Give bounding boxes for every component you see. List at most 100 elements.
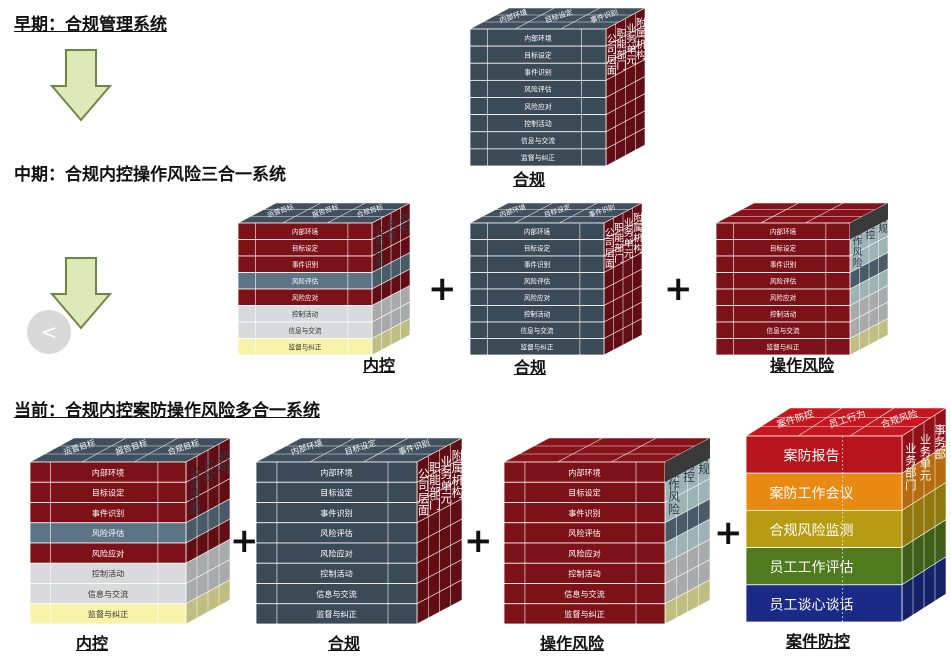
cube-side-label: 务 — [920, 444, 931, 458]
cube-row-label: 风险评估 — [770, 276, 797, 285]
cube-row-label: 事件识别 — [92, 508, 124, 518]
cube-side-label: 面 — [189, 502, 200, 516]
cube-side-label: 门 — [617, 59, 627, 72]
internal-control-cube: 内部环境目标设定事件识别风险评估风险应对控制活动信息与交流监督与纠正运营目标报告… — [29, 437, 230, 625]
cube-front-row — [469, 148, 607, 167]
cube-side-label: 司 — [607, 45, 617, 56]
cube-row-label: 内部环境 — [320, 467, 352, 477]
cube-side-label: 单 — [626, 44, 636, 56]
compliance-cube: 内部环境目标设定事件识别风险评估风险应对控制活动信息与交流监督与纠正内部环境目标… — [469, 7, 646, 167]
operational-risk-caption: 操作风险 — [770, 356, 835, 375]
cube-side-label: 业 — [920, 432, 931, 446]
mid-stage-heading: 中期：合规内控操作风险三合一系统 — [14, 165, 286, 185]
cube-row-label: 控制活动 — [524, 119, 552, 128]
cube-side-label: 控 — [387, 229, 397, 242]
plus-sign: + — [464, 521, 493, 561]
carousel-prev-button[interactable]: < — [27, 310, 71, 354]
cube-side-label: 事 — [934, 423, 945, 437]
cube-side-label: 构 — [218, 462, 229, 476]
cube-side-label: 层 — [607, 55, 617, 67]
down-arrow-icon — [49, 49, 113, 122]
cube-side-label: 公 — [605, 228, 615, 239]
internal-control-cube: 内部环境目标设定事件识别风险评估风险应对控制活动信息与交流监督与纠正运营目标报告… — [237, 202, 411, 356]
operational-risk-caption: 操作风险 — [540, 634, 605, 653]
cube-side-label: 构 — [400, 222, 410, 235]
cube-side-label: 业 — [626, 23, 636, 35]
cube-side-label: 规 — [878, 222, 888, 235]
cube-side-label: 门 — [429, 498, 441, 512]
cube-side-label: 业 — [624, 217, 634, 229]
cube-side-label: 公 — [189, 466, 201, 480]
cube-side-label: 务 — [626, 32, 636, 45]
cube-row-label: 风险评估 — [320, 528, 352, 538]
cube-row-label: 案防工作会议 — [770, 485, 854, 502]
cube-row-label: 目标设定 — [568, 488, 600, 498]
cube-side-label: 能 — [617, 38, 627, 51]
cube-row-label: 监督与纠正 — [564, 609, 604, 619]
operational-risk-cube: 内部环境目标设定事件识别风险评估风险应对控制活动信息与交流监督与纠正操作风险内控… — [503, 437, 711, 625]
cube-row-label: 风险评估 — [568, 528, 600, 538]
cube-row-label: 风险评估 — [524, 85, 552, 94]
cube-row-label: 风险应对 — [320, 548, 352, 558]
cube-side-label: 控 — [204, 470, 216, 484]
cube-side-label: 单 — [440, 479, 452, 493]
cube-side-label: 能 — [614, 231, 624, 244]
cube-side-label: 单 — [920, 456, 931, 470]
cube-row-label: 内部环境 — [92, 467, 124, 477]
case-prevention-caption: 案件防控 — [786, 632, 851, 651]
cube-side-label: 属 — [633, 222, 643, 234]
cube-side-label: 务 — [440, 467, 452, 481]
cube-row-label: 内部环境 — [292, 227, 319, 236]
cube-side-label: 机 — [636, 38, 646, 51]
chevron-left-icon: < — [40, 320, 58, 344]
cube-row-label: 事件识别 — [524, 68, 552, 77]
cube-side-label: 属 — [636, 28, 646, 40]
cube-row-label: 目标设定 — [524, 243, 551, 252]
cube-row-label: 合规风险监测 — [770, 523, 854, 539]
early-stage-heading: 早期：合规管理系统 — [14, 15, 167, 35]
cube-row-label: 监督与纠正 — [88, 609, 128, 619]
current-stage-heading: 当前：合规内控案防操作风险多合一系统 — [14, 401, 320, 421]
compliance-caption: 合规 — [514, 358, 547, 377]
plus-sign: + — [428, 269, 457, 309]
cube-side-label: 元 — [626, 56, 636, 67]
cube-front-row — [237, 338, 373, 356]
cube-row-label: 信息与交流 — [88, 589, 128, 599]
internal-control-caption: 内控 — [76, 634, 109, 653]
cube-side-label: 务 — [624, 226, 634, 239]
cube-front-row — [745, 584, 903, 623]
cube-row-label: 事件识别 — [568, 508, 600, 518]
cube-side-label: 构 — [636, 48, 646, 61]
plus-sign: + — [714, 513, 743, 553]
cube-side-label: 职 — [429, 461, 441, 475]
cube-row-label: 员工工作评估 — [770, 560, 854, 576]
cube-side-label: 元 — [920, 468, 931, 482]
cube-side-label: 机 — [633, 232, 643, 245]
cube-side-label: 公 — [418, 467, 430, 481]
cube-side-label: 险 — [668, 502, 680, 516]
cube-front-row — [255, 603, 418, 625]
cube-side-label: 公 — [607, 33, 617, 45]
cube-row-label: 信息与交流 — [521, 326, 554, 335]
cube-front-row — [715, 338, 851, 356]
cube-row-label: 风险评估 — [92, 528, 124, 538]
cube-row-label: 监督与纠正 — [521, 153, 555, 162]
case-prevention-cube: 案防报告案防工作会议合规风险监测员工工作评估员工谈心谈话案件防控员工行为合规风险… — [744, 407, 948, 623]
cube-front-row — [745, 472, 903, 511]
cube-side-label: 面 — [605, 259, 615, 270]
cube-row-label: 内部环境 — [524, 33, 552, 42]
cube-side-label: 司 — [605, 238, 615, 249]
cube-side-label: 层 — [189, 490, 200, 504]
cube-side-label: 司 — [375, 237, 385, 248]
cube-side-label: 风 — [853, 247, 863, 259]
cube-side-cap — [665, 438, 710, 483]
cube-side-label: 机 — [400, 212, 410, 225]
cube-side-label: 面 — [607, 66, 617, 77]
internal-control-caption: 内控 — [363, 356, 396, 375]
cube-side-label: 规 — [698, 462, 710, 476]
cube-row-label: 监督与纠正 — [767, 342, 800, 351]
down-arrow-icon — [49, 257, 113, 330]
cube-side-label: 构 — [452, 486, 464, 500]
cube-side-label: 层 — [418, 491, 430, 505]
cube-row-label: 风险应对 — [770, 293, 797, 302]
